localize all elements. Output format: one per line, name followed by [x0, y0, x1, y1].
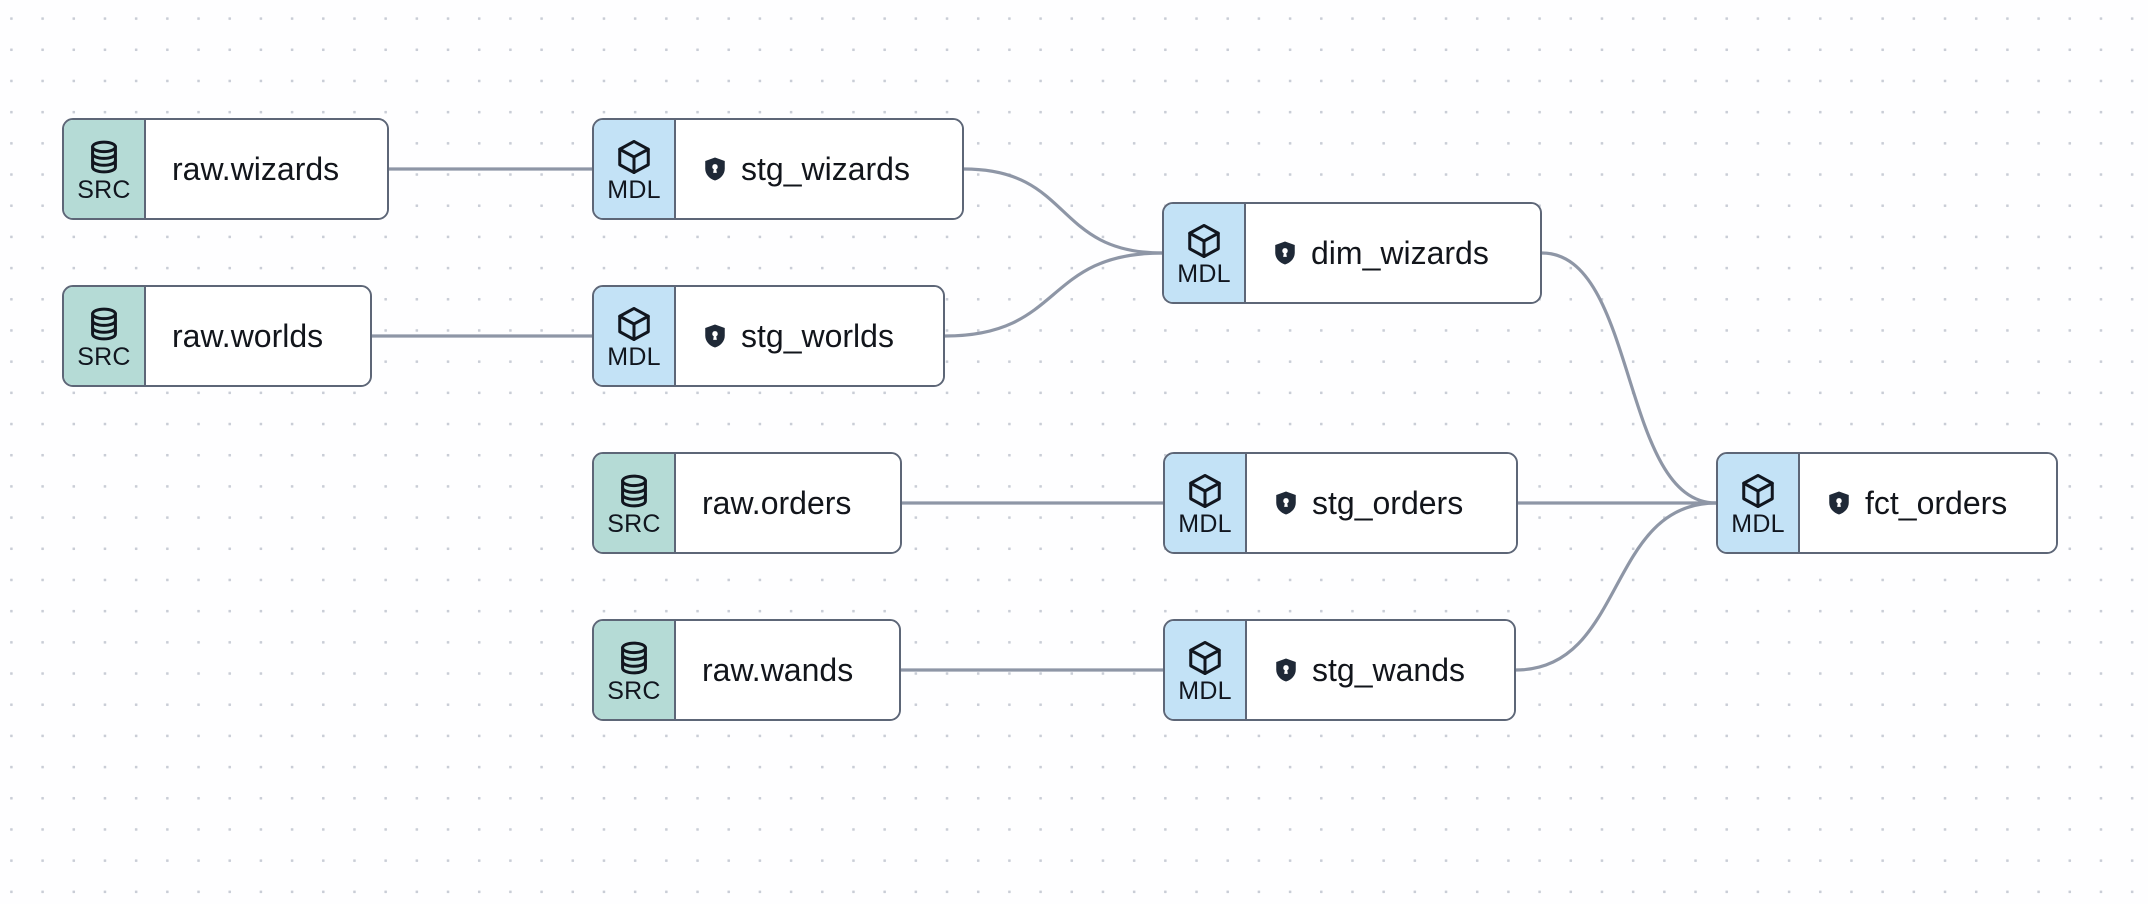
node-raw_worlds[interactable]: SRC raw.worlds	[62, 285, 372, 387]
node-label: dim_wizards	[1311, 235, 1489, 271]
database-icon	[615, 639, 653, 677]
node-type-label: MDL	[1731, 509, 1785, 538]
node-raw_orders[interactable]: SRC raw.orders	[592, 452, 902, 554]
node-type-badge-src: SRC	[594, 621, 676, 719]
node-body: fct_orders	[1800, 454, 2056, 552]
lock-shield-icon	[1273, 657, 1299, 683]
node-stg_orders[interactable]: MDL stg_orders	[1163, 452, 1518, 554]
edge-stg_wizards-to-dim_wizards	[962, 167, 1164, 255]
node-body: raw.wizards	[146, 120, 387, 218]
node-label: raw.wizards	[172, 151, 340, 187]
node-raw_wizards[interactable]: SRC raw.wizards	[62, 118, 389, 220]
cube-icon	[615, 138, 653, 176]
node-body: dim_wizards	[1246, 204, 1540, 302]
node-stg_worlds[interactable]: MDL stg_worlds	[592, 285, 945, 387]
node-type-label: SRC	[77, 175, 131, 204]
node-label: stg_orders	[1312, 485, 1464, 521]
node-type-badge-mdl: MDL	[594, 120, 676, 218]
node-fct_orders[interactable]: MDL fct_orders	[1716, 452, 2058, 554]
database-icon	[615, 472, 653, 510]
node-label: raw.wands	[702, 652, 854, 688]
edge-dim_wizards-to-fct_orders	[1540, 251, 1718, 505]
lock-shield-icon	[1826, 490, 1852, 516]
node-type-badge-mdl: MDL	[1718, 454, 1800, 552]
node-type-label: MDL	[607, 342, 661, 371]
node-body: stg_worlds	[676, 287, 943, 385]
node-type-label: MDL	[1177, 259, 1231, 288]
node-type-label: MDL	[1178, 676, 1232, 705]
node-dim_wizards[interactable]: MDL dim_wizards	[1162, 202, 1542, 304]
node-stg_wands[interactable]: MDL stg_wands	[1163, 619, 1516, 721]
node-body: raw.worlds	[146, 287, 370, 385]
cube-icon	[1186, 639, 1224, 677]
node-label: fct_orders	[1865, 485, 2008, 521]
node-type-label: MDL	[607, 175, 661, 204]
lock-shield-icon	[702, 323, 728, 349]
node-type-badge-mdl: MDL	[1165, 621, 1247, 719]
edge-stg_worlds-to-dim_wizards	[943, 251, 1164, 338]
cube-icon	[1185, 222, 1223, 260]
node-stg_wizards[interactable]: MDL stg_wizards	[592, 118, 964, 220]
node-type-badge-src: SRC	[594, 454, 676, 552]
node-type-badge-mdl: MDL	[1164, 204, 1246, 302]
node-type-badge-mdl: MDL	[594, 287, 676, 385]
node-type-badge-src: SRC	[64, 287, 146, 385]
node-type-badge-mdl: MDL	[1165, 454, 1247, 552]
node-label: stg_worlds	[741, 318, 894, 354]
database-icon	[85, 138, 123, 176]
node-label: raw.worlds	[172, 318, 324, 354]
node-type-label: SRC	[607, 509, 661, 538]
edge-stg_wands-to-fct_orders	[1514, 501, 1718, 672]
node-body: stg_wizards	[676, 120, 962, 218]
node-body: raw.orders	[676, 454, 900, 552]
node-raw_wands[interactable]: SRC raw.wands	[592, 619, 901, 721]
node-label: stg_wizards	[741, 151, 910, 187]
node-type-label: SRC	[77, 342, 131, 371]
node-type-label: MDL	[1178, 509, 1232, 538]
node-body: stg_wands	[1247, 621, 1514, 719]
node-body: raw.wands	[676, 621, 899, 719]
node-type-badge-src: SRC	[64, 120, 146, 218]
database-icon	[85, 305, 123, 343]
lock-shield-icon	[1273, 490, 1299, 516]
node-label: raw.orders	[702, 485, 852, 521]
node-body: stg_orders	[1247, 454, 1516, 552]
node-label: stg_wands	[1312, 652, 1465, 688]
lock-shield-icon	[1272, 240, 1298, 266]
cube-icon	[1739, 472, 1777, 510]
node-type-label: SRC	[607, 676, 661, 705]
cube-icon	[1186, 472, 1224, 510]
lock-shield-icon	[702, 156, 728, 182]
cube-icon	[615, 305, 653, 343]
